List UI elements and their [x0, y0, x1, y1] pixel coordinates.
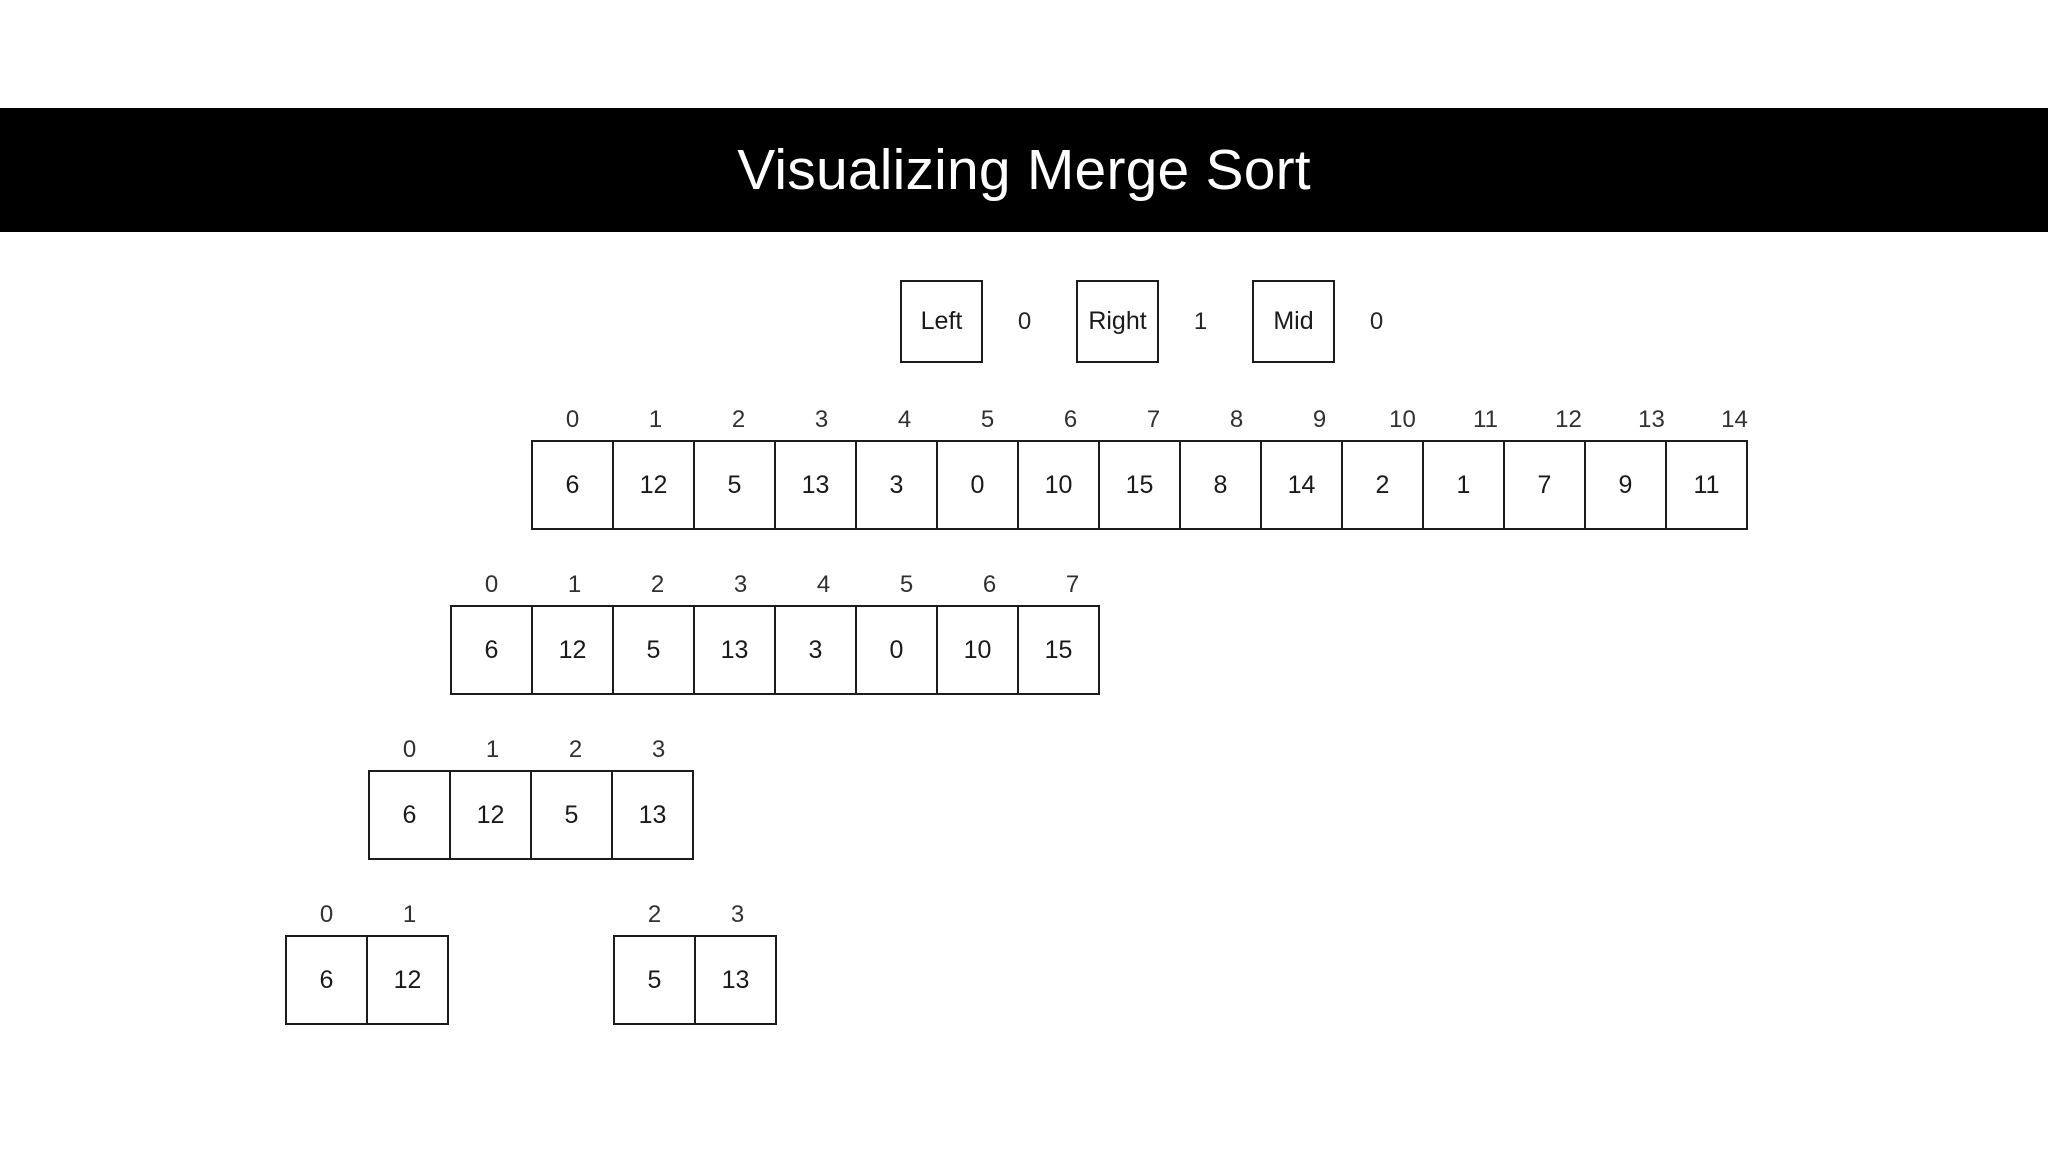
array-cell: 5 [693, 440, 776, 530]
array-index-label: 4 [897, 406, 912, 433]
array-cell: 11 [1665, 440, 1748, 530]
array-index-label: 11 [1473, 406, 1498, 433]
array-cell: 13 [611, 770, 694, 860]
array-index-label: 1 [648, 406, 663, 433]
pointer-row: Left 0 Right 1 Mid 0 [900, 280, 1418, 363]
array-cell: 12 [612, 440, 695, 530]
array-index-label: 2 [650, 571, 665, 598]
array-index-label: 1 [567, 571, 582, 598]
array-index-strip: 0 1 2 3 4 5 6 7 [450, 560, 1114, 600]
array-cell: 6 [450, 605, 533, 695]
array-cell: 12 [531, 605, 614, 695]
array-cell: 13 [693, 605, 776, 695]
title-banner: Visualizing Merge Sort [0, 108, 2048, 232]
array-index-label: 10 [1389, 406, 1416, 433]
array-cell: 5 [613, 935, 696, 1025]
array-index-label: 7 [1146, 406, 1161, 433]
array-index-label: 14 [1721, 406, 1748, 433]
array-index-label: 4 [816, 571, 831, 598]
pointer-mid-value: 0 [1369, 307, 1384, 335]
array-index-label: 2 [647, 901, 662, 928]
array-cell: 6 [285, 935, 368, 1025]
pointer-mid-label: Mid [1252, 280, 1335, 363]
array-index-label: 8 [1229, 406, 1244, 433]
array-index-label: 7 [1065, 571, 1080, 598]
array-cell: 0 [936, 440, 1019, 530]
array-cell: 5 [612, 605, 695, 695]
array-cell: 1 [1422, 440, 1505, 530]
array-index-label: 3 [651, 736, 666, 763]
array-cell: 3 [774, 605, 857, 695]
array-cell: 10 [936, 605, 1019, 695]
array-index-strip: 0 1 2 3 [368, 725, 700, 765]
array-cell: 13 [694, 935, 777, 1025]
array-index-label: 0 [319, 901, 334, 928]
array-cell: 6 [531, 440, 614, 530]
array-index-label: 1 [485, 736, 500, 763]
array-index-label: 13 [1638, 406, 1665, 433]
array-cell: 0 [855, 605, 938, 695]
array-index-label: 3 [733, 571, 748, 598]
array-index-label: 6 [1063, 406, 1078, 433]
array-cell: 10 [1017, 440, 1100, 530]
pointer-right-label: Right [1076, 280, 1159, 363]
array-index-label: 1 [402, 901, 417, 928]
array-cell: 8 [1179, 440, 1262, 530]
page-title: Visualizing Merge Sort [737, 137, 1311, 202]
array-index-label: 2 [731, 406, 746, 433]
pointer-left-value: 0 [1017, 307, 1032, 335]
array-cell: 9 [1584, 440, 1667, 530]
array-index-label: 3 [730, 901, 745, 928]
array-index-label: 9 [1312, 406, 1327, 433]
array-cell: 12 [449, 770, 532, 860]
array-cell: 15 [1098, 440, 1181, 530]
array-index-label: 5 [980, 406, 995, 433]
array-index-label: 12 [1555, 406, 1582, 433]
array-index-label: 0 [565, 406, 580, 433]
array-index-label: 2 [568, 736, 583, 763]
array-index-label: 3 [814, 406, 829, 433]
array-cell: 14 [1260, 440, 1343, 530]
array-index-label: 0 [402, 736, 417, 763]
pointer-spacer [1242, 321, 1252, 322]
pointer-right: Right 1 [1076, 280, 1242, 363]
pointer-left-label: Left [900, 280, 983, 363]
array-index-label: 5 [899, 571, 914, 598]
array-cell: 6 [368, 770, 451, 860]
pointer-right-value: 1 [1193, 307, 1208, 335]
pointer-mid: Mid 0 [1252, 280, 1418, 363]
pointer-spacer [1066, 321, 1076, 322]
array-index-label: 6 [982, 571, 997, 598]
array-cell: 12 [366, 935, 449, 1025]
array-cell: 13 [774, 440, 857, 530]
pointer-left: Left 0 [900, 280, 1066, 363]
array-cell: 5 [530, 770, 613, 860]
array-cell: 15 [1017, 605, 1100, 695]
array-index-label: 0 [484, 571, 499, 598]
array-cell: 3 [855, 440, 938, 530]
array-cell: 2 [1341, 440, 1424, 530]
array-cell: 7 [1503, 440, 1586, 530]
